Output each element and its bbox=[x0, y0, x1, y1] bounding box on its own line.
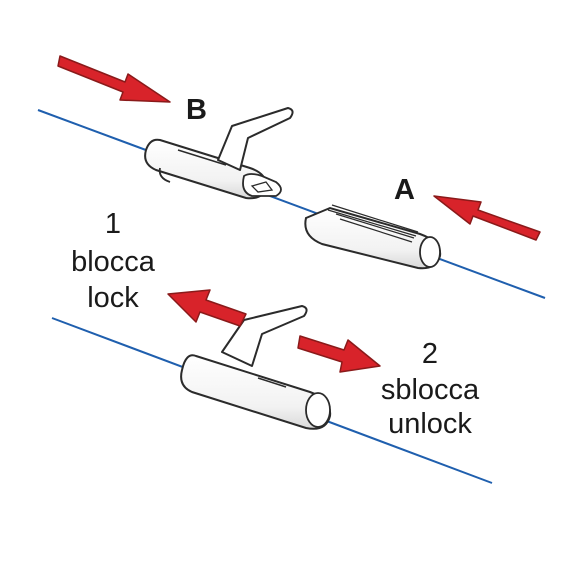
arrow-unlock-right bbox=[297, 335, 381, 373]
label-a: A bbox=[394, 174, 415, 206]
step1-text-it: blocca bbox=[71, 246, 155, 278]
step1-text-en: lock bbox=[87, 282, 139, 314]
label-b: B bbox=[186, 94, 207, 126]
arrow-b-right bbox=[57, 55, 171, 103]
part-b-lock-body bbox=[144, 107, 294, 200]
step2-number: 2 bbox=[421, 338, 439, 370]
arrow-lock-left bbox=[167, 289, 247, 327]
top-cord-line bbox=[37, 109, 546, 299]
assembled-lock bbox=[180, 305, 332, 430]
part-a-plug bbox=[304, 204, 442, 270]
step2-text-it: sblocca bbox=[380, 374, 480, 406]
step1-number: 1 bbox=[104, 208, 122, 240]
arrow-a-left bbox=[433, 195, 541, 241]
step2-text-en: unlock bbox=[388, 408, 472, 440]
